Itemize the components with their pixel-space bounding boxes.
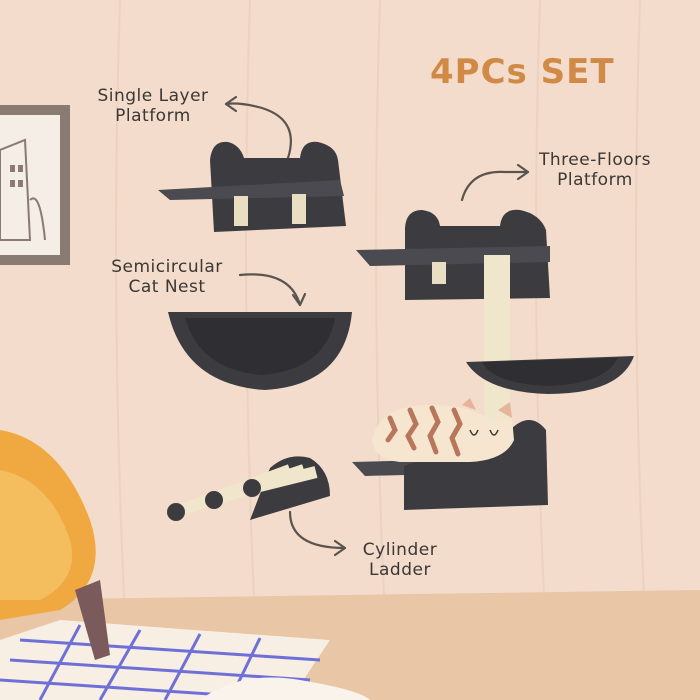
label-line: Platform [557, 170, 633, 190]
label-three-floors-platform: Three-Floors Platform [520, 150, 670, 190]
callout-arrows [224, 95, 530, 557]
set-heading: 4PCs SET [430, 52, 615, 92]
wall-picture-frame [0, 105, 70, 265]
label-line: Semicircular [111, 257, 223, 277]
label-line: Cylinder [362, 540, 438, 560]
arrow-single-layer [224, 102, 292, 160]
label-line: Platform [115, 106, 191, 126]
label-line: Cat Nest [128, 277, 206, 297]
label-cylinder-ladder: Cylinder Ladder [350, 540, 450, 580]
sleeping-cat [372, 398, 514, 462]
cylinder-ladder [167, 456, 330, 521]
single-layer-platform [158, 141, 346, 232]
label-line: Ladder [369, 560, 431, 580]
label-single-layer-platform: Single Layer Platform [78, 86, 228, 126]
semicircular-cat-nest [168, 312, 352, 390]
label-semicircular-cat-nest: Semicircular Cat Nest [92, 257, 242, 297]
three-floors-platform [352, 209, 634, 510]
wallpaper-stripes [115, 0, 646, 621]
arrow-ladder [288, 510, 347, 550]
armchair [0, 430, 110, 660]
floor-cushion [200, 677, 370, 700]
arrow-cat-nest [238, 273, 302, 307]
label-line: Three-Floors [539, 150, 651, 170]
label-line: Single Layer [97, 86, 209, 106]
arrow-three-floors [460, 170, 530, 202]
